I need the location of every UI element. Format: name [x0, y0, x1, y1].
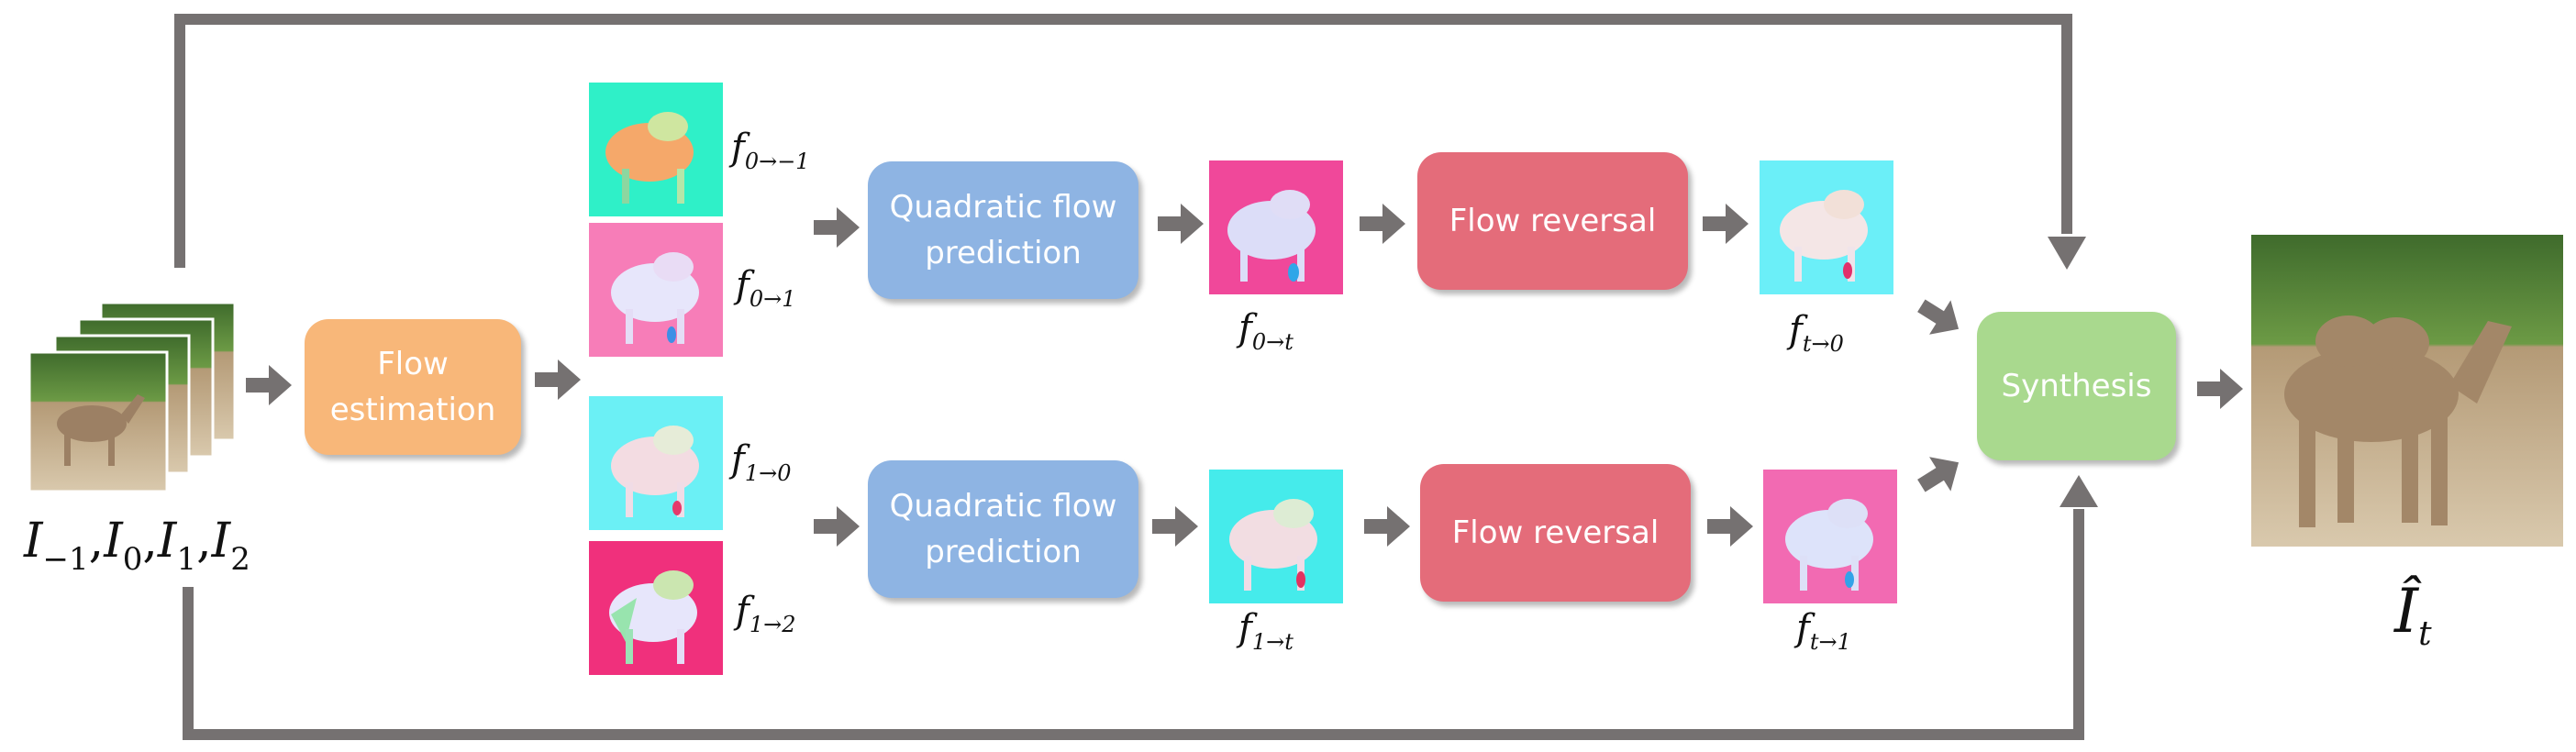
quadratic-top-label: Quadratic flow prediction	[889, 189, 1117, 271]
arrow-flows-to-quad-top	[814, 207, 860, 248]
arrow-ft1-to-synthesis	[1917, 457, 1960, 492]
flow-thumb-t-to-0	[1760, 160, 1893, 294]
arrow-synthesis-to-output	[2197, 369, 2243, 409]
label-f-t-to-0: ft→0	[1789, 309, 1844, 357]
arrow-quad-top-to-f0t	[1158, 204, 1204, 244]
arrow-f0t-to-reversal	[1360, 204, 1405, 244]
label-f-t-to-1: ft→1	[1796, 607, 1851, 655]
label-f-0-to-m1: f0→−1	[731, 127, 810, 174]
flow-reversal-top-box: Flow reversal	[1417, 152, 1688, 290]
flow-estimation-box: Flow estimation	[305, 319, 521, 455]
label-f-0-to-1: f0→1	[736, 264, 796, 312]
flow-thumb-1-to-0	[589, 396, 723, 530]
flow-reversal-bottom-box: Flow reversal	[1420, 464, 1691, 602]
input-frames-label: I−1,I0,I1,I2	[24, 514, 250, 578]
flow-estimation-label: Flow estimation	[329, 346, 496, 428]
flow-thumb-t-to-1	[1763, 470, 1897, 603]
output-frame	[2251, 235, 2563, 547]
flow-thumb-1-to-t	[1209, 470, 1343, 603]
bottom-skip-line	[183, 509, 2084, 740]
arrow-f1t-to-reversal	[1364, 506, 1410, 547]
flow-thumb-0-to-m1	[589, 83, 723, 216]
reversal-top-label: Flow reversal	[1449, 203, 1657, 239]
flow-thumb-0-to-1	[589, 223, 723, 357]
synthesis-box: Synthesis	[1977, 312, 2176, 460]
label-f-1-to-0: f1→0	[731, 438, 792, 486]
quadratic-flow-prediction-bottom-box: Quadratic flow prediction	[868, 460, 1138, 598]
bottom-skip-arrowhead	[2060, 475, 2098, 507]
arrow-estimation-to-flows	[535, 359, 581, 400]
flow-arrows	[246, 204, 2243, 547]
reversal-bottom-label: Flow reversal	[1451, 514, 1660, 551]
flow-thumb-1-to-2	[589, 541, 723, 675]
output-camel	[2284, 315, 2512, 527]
arrow-input-to-estimation	[246, 365, 292, 405]
input-frames	[28, 301, 237, 493]
input-camel	[57, 394, 145, 466]
synthesis-label: Synthesis	[2001, 368, 2152, 404]
top-skip-arrowhead	[2048, 237, 2086, 270]
arrow-quad-bottom-to-f1t	[1152, 506, 1198, 547]
arrow-ft0-to-synthesis	[1917, 299, 1960, 335]
label-f-1-to-2: f1→2	[736, 590, 796, 637]
output-frame-label: Ît	[2394, 576, 2432, 653]
quadratic-flow-prediction-top-box: Quadratic flow prediction	[868, 161, 1138, 299]
flow-thumb-0-to-t	[1209, 160, 1343, 294]
top-skip-line	[174, 14, 2072, 268]
label-f-0-to-t: f0→t	[1238, 307, 1294, 355]
arrow-flows-to-quad-bottom	[814, 506, 860, 547]
skip-connections	[174, 14, 2084, 740]
label-f-1-to-t: f1→t	[1238, 607, 1294, 655]
quadratic-bottom-label: Quadratic flow prediction	[889, 488, 1117, 570]
arrow-reversal-to-ft1	[1707, 506, 1753, 547]
arrow-reversal-to-ft0	[1703, 204, 1749, 244]
